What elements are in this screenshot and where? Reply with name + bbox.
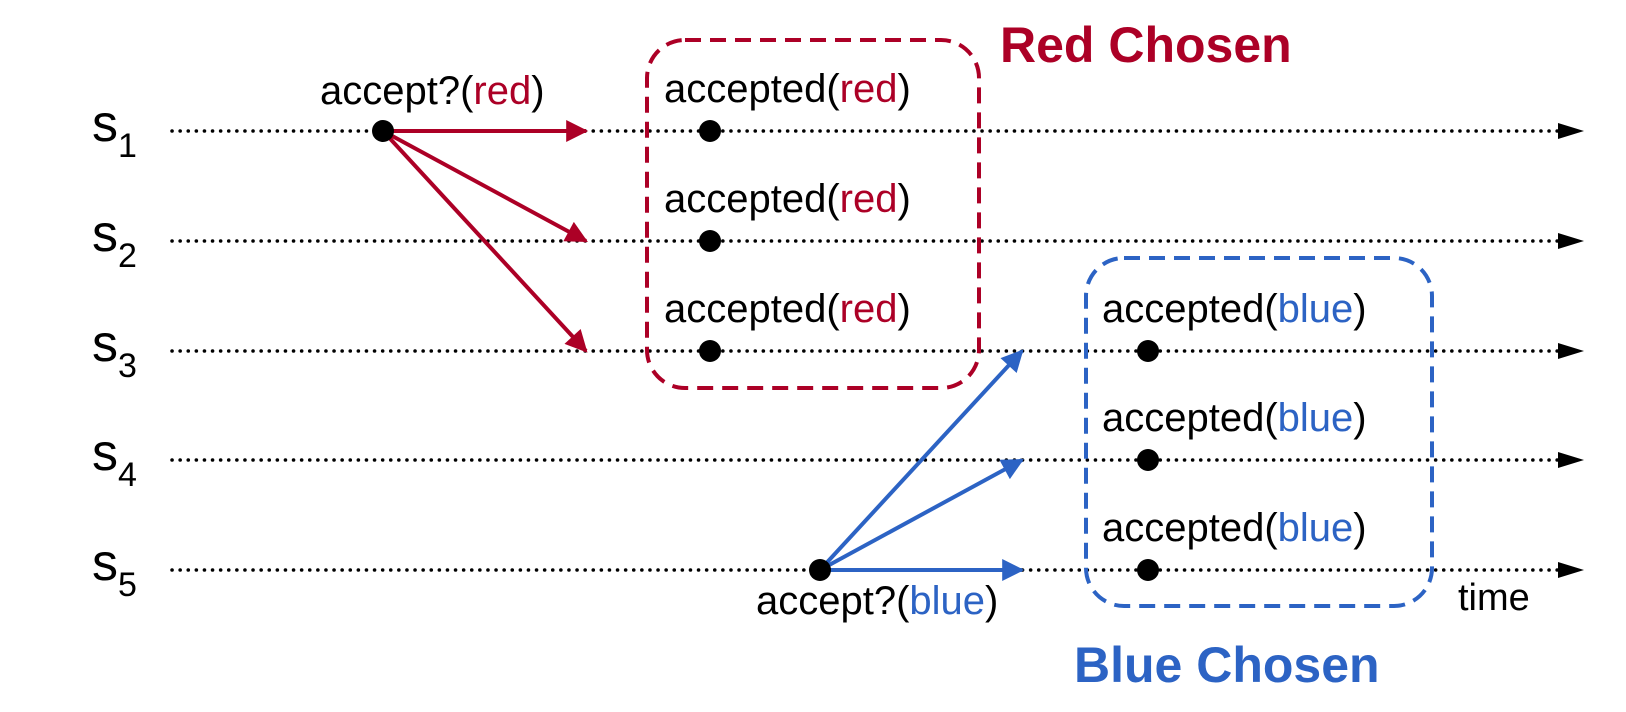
timeline-arrowhead	[1558, 123, 1584, 139]
red-request-arrows	[381, 120, 589, 353]
red-request-event-dot	[372, 120, 394, 142]
timeline-arrowhead	[1558, 562, 1584, 578]
blue-accept-label-s3: accepted(blue)	[1102, 287, 1367, 331]
blue-request-arrow-s3	[818, 349, 1024, 572]
red-request-label: accept?(red)	[320, 69, 545, 113]
blue-accept-dot-s3	[1137, 340, 1159, 362]
timeline-arrowhead	[1558, 343, 1584, 359]
server-label-s5: s5	[92, 534, 137, 604]
time-axis-label: time	[1458, 577, 1530, 619]
red-accept-label-s3: accepted(red)	[664, 287, 911, 331]
timeline-arrowhead	[1558, 452, 1584, 468]
blue-accept-dot-s4	[1137, 449, 1159, 471]
blue-request-arrow-s4	[819, 458, 1024, 572]
server-label-s4: s4	[92, 424, 137, 494]
red-accept-label-s1: accepted(red)	[664, 67, 911, 111]
blue-request-event-dot	[809, 559, 831, 581]
red-accept-dot-s2	[699, 230, 721, 252]
red-chosen-title: Red Chosen	[1000, 17, 1292, 73]
blue-accept-label-s4: accepted(blue)	[1102, 396, 1367, 440]
blue-accept-dot-s5	[1137, 559, 1159, 581]
server-labels: s1 s2 s3 s4 s5	[92, 95, 137, 604]
blue-accept-label-s5: accepted(blue)	[1102, 506, 1367, 550]
server-timelines	[170, 123, 1584, 578]
events: accepted(red) accepted(red) accepted(red) a…	[372, 67, 1367, 581]
red-request-prefix: accept?(	[320, 69, 474, 113]
blue-chosen-box	[1084, 256, 1434, 608]
red-accept-dot-s3	[699, 340, 721, 362]
red-request-arrow-s3	[381, 129, 588, 353]
blue-request-arrows	[818, 349, 1025, 581]
blue-request-suffix: )	[985, 579, 998, 623]
red-request-value: red	[473, 69, 531, 113]
red-request-arrow-s2	[382, 129, 588, 243]
red-request-suffix: )	[531, 69, 544, 113]
server-label-s2: s2	[92, 205, 137, 275]
server-label-s1: s1	[92, 95, 137, 165]
blue-request-label: accept?(blue)	[756, 579, 998, 623]
blue-chosen-title: Blue Chosen	[1074, 637, 1380, 693]
blue-request-prefix: accept?(	[756, 579, 910, 623]
blue-request-value: blue	[909, 579, 985, 623]
red-accept-dot-s1	[699, 120, 721, 142]
red-accept-label-s2: accepted(red)	[664, 177, 911, 221]
red-chosen-box	[645, 38, 981, 390]
timeline-arrowhead	[1558, 233, 1584, 249]
server-label-s3: s3	[92, 315, 137, 385]
